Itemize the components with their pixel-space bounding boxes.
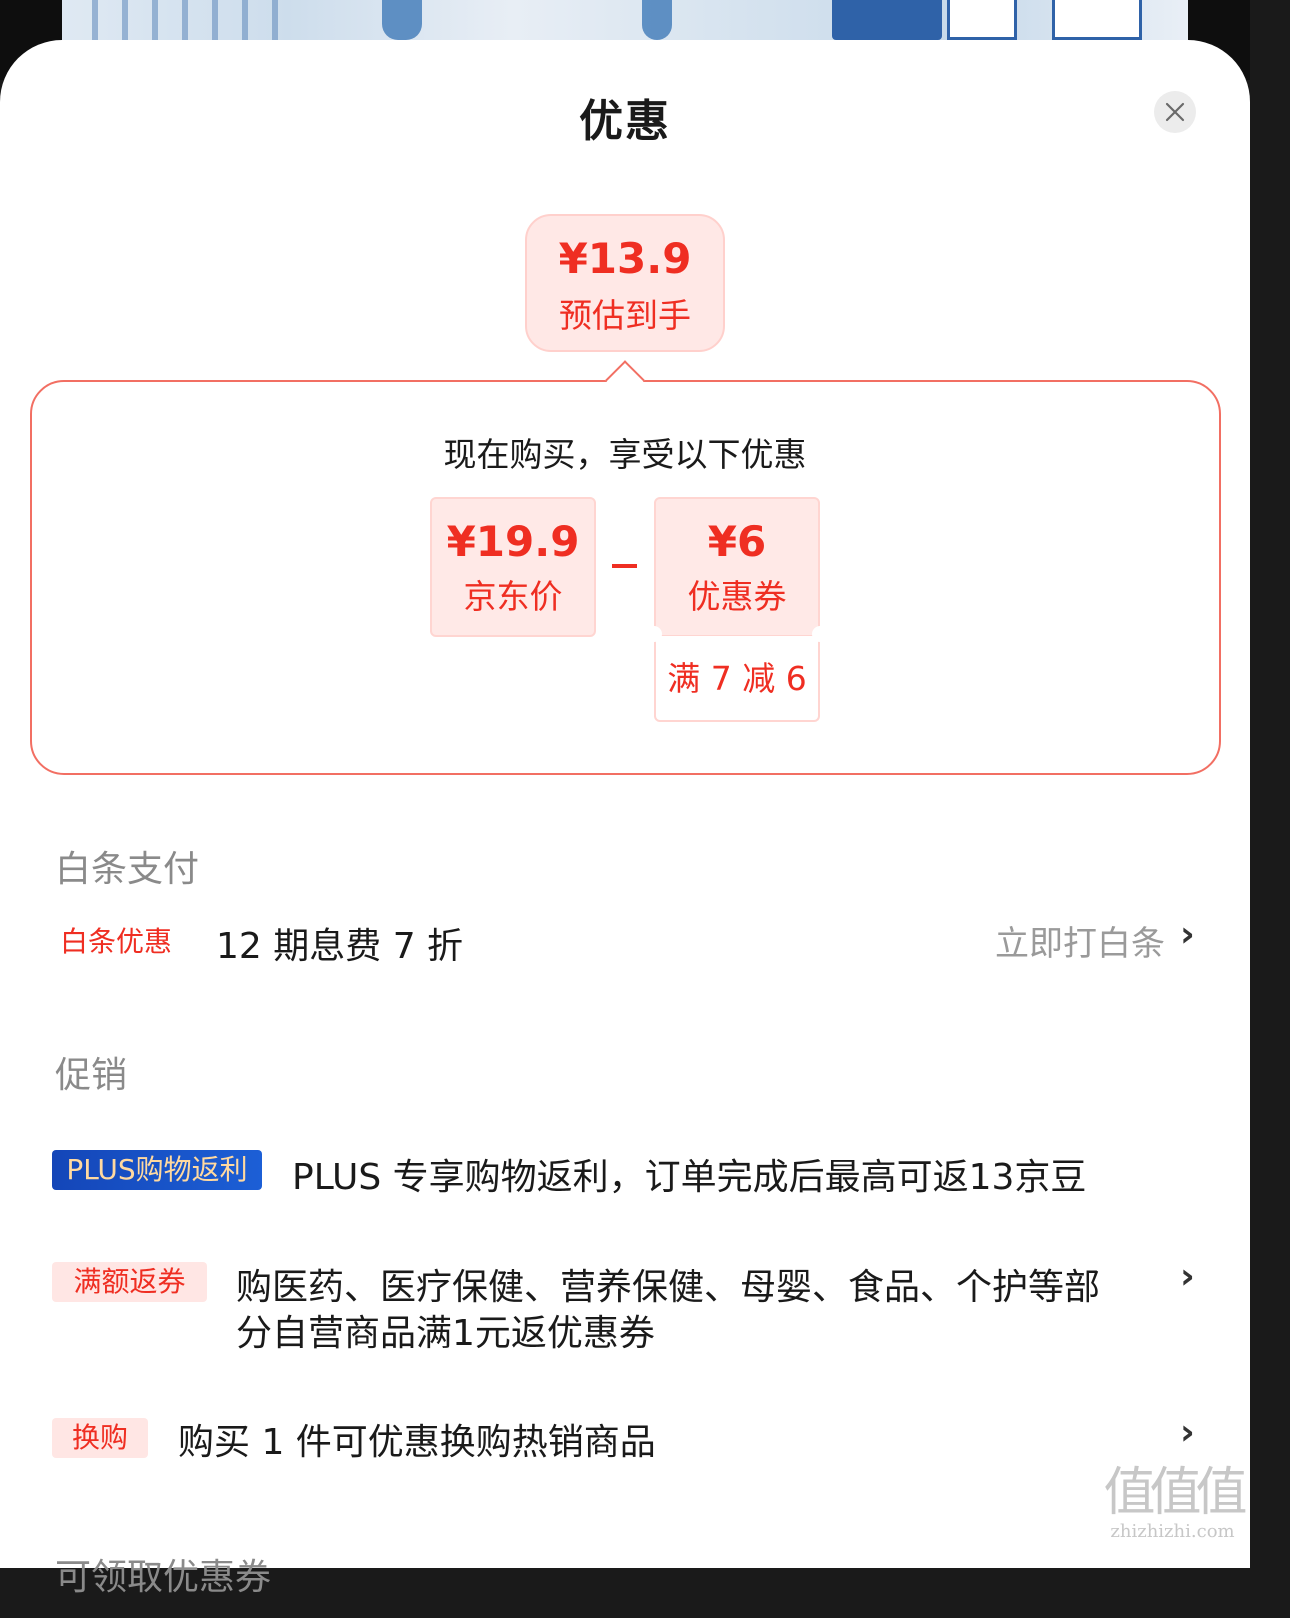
coupon-return-text-line2[interactable]: 分自营商品满1元返优惠券	[236, 1313, 655, 1354]
promo-section-title: 促销	[55, 1055, 128, 1096]
estimated-price-label: 预估到手	[559, 296, 691, 335]
trade-in-text[interactable]: 购买 1 件可优惠换购热销商品	[178, 1422, 656, 1463]
deal-heading: 现在购买，享受以下优惠	[443, 435, 807, 474]
pack-image	[947, 0, 1017, 40]
chevron-right-icon[interactable]: ›	[1180, 1256, 1195, 1297]
minus-sign	[612, 564, 637, 568]
estimated-price: ¥13.9	[558, 234, 692, 283]
bottle-image	[382, 0, 422, 40]
deal-breakdown-box	[30, 380, 1221, 775]
trade-in-tag: 换购	[52, 1418, 148, 1458]
close-button[interactable]	[1154, 91, 1196, 133]
photo-stripe	[272, 0, 278, 40]
chevron-right-icon[interactable]: ›	[1180, 914, 1195, 955]
coupon-condition: 满 7 减 6	[654, 636, 820, 722]
plus-rebate-tag: PLUS购物返利	[52, 1150, 262, 1190]
baitiao-action-link[interactable]: 立即打白条	[995, 924, 1165, 964]
sheet-title: 优惠	[579, 96, 671, 147]
coupon-return-tag: 满额返券	[52, 1262, 207, 1302]
photo-stripe	[152, 0, 158, 40]
coupon-perforation	[646, 626, 662, 642]
baitiao-section-title: 白条支付	[55, 849, 200, 890]
watermark-url: zhizhizhi.com	[1110, 1521, 1235, 1542]
estimated-price-badge: ¥13.9 预估到手	[525, 214, 725, 352]
pack-image	[832, 0, 942, 40]
coupon-return-text-line1[interactable]: 购医药、医疗保健、营养保健、母婴、食品、个护等部	[236, 1267, 1101, 1308]
chevron-right-icon[interactable]: ›	[1180, 1412, 1195, 1453]
photo-stripe	[182, 0, 188, 40]
watermark-logo: 值值值	[1103, 1463, 1247, 1523]
coupon-perforation	[812, 626, 828, 642]
photo-stripe	[242, 0, 248, 40]
baitiao-offer-text: 12 期息费 7 折	[216, 926, 464, 967]
jd-price-value: ¥19.9	[446, 517, 580, 566]
bottle-image	[642, 0, 672, 40]
photo-stripe	[92, 0, 98, 40]
coupon-value: ¥6	[707, 517, 767, 566]
jd-price-card: ¥19.9 京东价	[430, 497, 596, 637]
coupon-card: ¥6 优惠券	[654, 497, 820, 637]
coupons-section-title: 可领取优惠券	[55, 1557, 272, 1598]
photo-stripe	[212, 0, 218, 40]
pack-image	[1052, 0, 1142, 40]
plus-rebate-text: PLUS 专享购物返利，订单完成后最高可返13京豆	[292, 1157, 1087, 1198]
site-watermark: 值值值 zhizhizhi.com	[1100, 1450, 1247, 1542]
discount-sheet: 优惠 ¥13.9 预估到手 现在购买，享受以下优惠 ¥19.9 京东价 ¥6 优…	[0, 40, 1250, 1598]
photo-stripe	[122, 0, 128, 40]
baitiao-tag: 白条优惠	[60, 925, 173, 958]
jd-price-label: 京东价	[463, 577, 563, 616]
coupon-label: 优惠券	[687, 577, 787, 616]
close-icon	[1165, 102, 1185, 122]
